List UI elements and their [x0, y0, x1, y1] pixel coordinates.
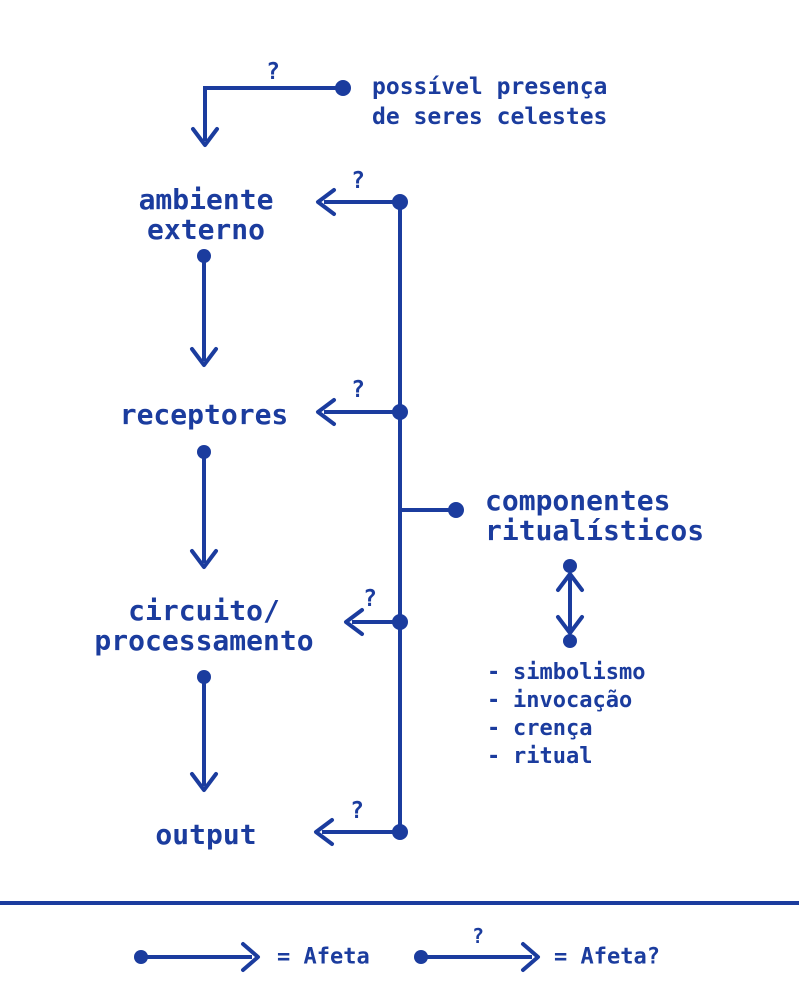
- legend-affects-maybe-arrow: [414, 942, 540, 972]
- connector-bus-to-ambiente: [316, 188, 408, 216]
- connector-bus-to-circuito: [344, 608, 408, 636]
- arrowhead-down-icon: [191, 127, 219, 147]
- arrowhead-down-icon: [556, 615, 584, 635]
- connector-receptores-to-circuito: [190, 445, 218, 569]
- arrowhead-left-icon: [314, 818, 334, 846]
- list-item-invocacao: - invocação: [487, 688, 633, 713]
- node-output: output: [155, 818, 257, 851]
- legend-affects-label: = Afeta: [277, 944, 370, 970]
- question-mark-receptores: ?: [351, 377, 365, 403]
- celestial-note-line1: possível presença: [372, 74, 608, 100]
- list-marker: -: [487, 660, 501, 685]
- question-mark-ambiente: ?: [351, 168, 365, 194]
- list-item-simbolismo: - simbolismo: [487, 660, 646, 685]
- arrowhead-left-icon: [344, 608, 364, 636]
- list-marker: -: [487, 688, 501, 713]
- node-receptores: receptores: [119, 398, 289, 431]
- arrowhead-left-icon: [316, 398, 336, 426]
- legend-affects-maybe-label: = Afeta?: [554, 944, 660, 970]
- arrowhead-up-icon: [556, 572, 584, 592]
- question-mark-circuito: ?: [363, 586, 377, 612]
- celestial-presence-note: possível presença de seres celestes: [372, 72, 607, 132]
- node-componentes-ritualisticos: componentes ritualísticos: [485, 484, 705, 547]
- connector-componentes-to-list: [556, 559, 584, 648]
- list-marker: -: [487, 744, 501, 769]
- list-marker: -: [487, 716, 501, 741]
- arrowhead-left-icon: [316, 188, 336, 216]
- connector-bus-to-output: [314, 818, 408, 846]
- ritual-list: - simbolismo - invocação - crença - ritu…: [487, 659, 645, 771]
- list-item-ritual: - ritual: [487, 744, 593, 769]
- connector-circuito-to-output: [190, 670, 218, 792]
- list-item-crenca: - crença: [487, 716, 593, 741]
- question-mark-output: ?: [350, 798, 364, 824]
- connector-bus-to-receptores: [316, 398, 408, 426]
- componentes-junction-dot: [448, 502, 464, 518]
- ritual-bus-line: [398, 202, 464, 832]
- celestial-note-line2: de seres celestes: [372, 104, 608, 130]
- node-ambiente-externo: ambiente externo: [138, 183, 274, 246]
- arrowhead-right-icon: [241, 942, 260, 972]
- arrowhead-down-icon: [190, 549, 218, 569]
- question-mark-legend: ?: [471, 924, 485, 948]
- arrowhead-down-icon: [190, 772, 218, 792]
- connector-celestial-to-ambiente: [191, 80, 351, 147]
- connector-ambiente-to-receptores: [190, 249, 218, 367]
- legend-affects-arrow: [134, 942, 260, 972]
- arrowhead-down-icon: [190, 347, 218, 367]
- node-circuito-processamento: circuito/ processamento: [94, 594, 314, 657]
- arrowhead-right-icon: [521, 942, 540, 972]
- question-mark-celestial: ?: [266, 59, 280, 85]
